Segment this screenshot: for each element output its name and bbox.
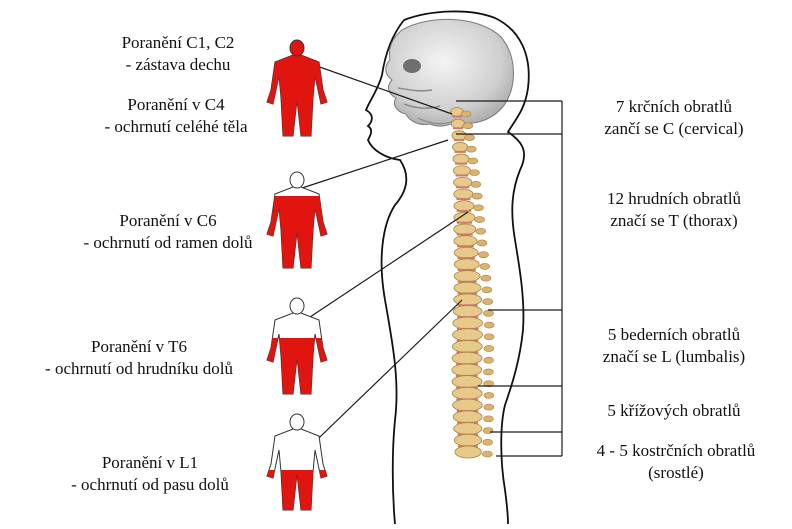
injury-effect: - ochrnutí od pasu dolů	[30, 474, 270, 496]
segment-line1: 5 bederních obratlů	[568, 324, 780, 346]
vertebra	[454, 271, 491, 283]
vertebra	[454, 201, 484, 212]
segment-label-lumbar: 5 bederních obratlů značí se L (lumbalis…	[568, 324, 780, 368]
injury-label-c1-c2: Poranění C1, C2 - zástava dechu	[78, 32, 278, 76]
vertebra	[452, 142, 476, 152]
segment-line2: zančí se C (cervical)	[568, 118, 780, 140]
vertebra	[452, 131, 475, 141]
injury-title: Poranění v C4	[76, 94, 276, 116]
connector-l1	[296, 300, 462, 460]
segment-label-sacral: 5 křížových obratlů	[568, 400, 780, 422]
spine-column	[451, 108, 494, 459]
segment-label-cervical: 7 krčních obratlů zančí se C (cervical)	[568, 96, 780, 140]
injury-effect: - ochrnutí celéhé těla	[76, 116, 276, 138]
vertebra	[453, 154, 478, 165]
vertebra	[452, 364, 494, 377]
vertebra	[453, 166, 479, 177]
vertebra	[452, 340, 494, 353]
skull	[386, 19, 514, 126]
injury-effect: - zástava dechu	[78, 54, 278, 76]
segment-line1: 12 hrudních obratlů	[568, 188, 780, 210]
injury-title: Poranění v L1	[30, 452, 270, 474]
vertebra	[455, 446, 492, 458]
segment-label-coccygeal: 4 - 5 kostrčních obratlů (srostlé)	[562, 440, 790, 484]
segment-line1: 4 - 5 kostrčních obratlů	[562, 440, 790, 462]
vertebra	[453, 411, 493, 424]
vertebra	[454, 247, 488, 259]
vertebra	[454, 294, 493, 306]
segment-line2: značí se L (lumbalis)	[568, 346, 780, 368]
vertebra	[453, 317, 494, 330]
vertebra	[452, 352, 494, 365]
vertebra	[452, 387, 494, 400]
segment-label-thoracic: 12 hrudních obratlů značí se T (thorax)	[568, 188, 780, 232]
injury-effect: - ochrnutí od hrudníku dolů	[0, 358, 278, 380]
injury-title: Poranění C1, C2	[78, 32, 278, 54]
vertebra	[454, 224, 486, 236]
segment-line2: značí se T (thorax)	[568, 210, 780, 232]
vertebra	[454, 236, 487, 248]
segment-line2: (srostlé)	[562, 462, 790, 484]
injury-label-t6: Poranění v T6 - ochrnutí od hrudníku dol…	[0, 336, 278, 380]
vertebra	[453, 399, 494, 412]
vertebra	[452, 376, 494, 389]
injury-effect: - ochrnutí od ramen dolů	[58, 232, 278, 254]
vertebra	[454, 434, 492, 447]
injury-label-c6: Poranění v C6 - ochrnutí od ramen dolů	[58, 210, 278, 254]
segment-line1: 7 krčních obratlů	[568, 96, 780, 118]
vertebra	[454, 423, 493, 436]
injury-title: Poranění v C6	[58, 210, 278, 232]
injury-label-l1: Poranění v L1 - ochrnutí od pasu dolů	[30, 452, 270, 496]
vertebra	[453, 329, 495, 342]
vertebra	[454, 177, 481, 188]
injury-title: Poranění v T6	[0, 336, 278, 358]
segment-line1: 5 křížových obratlů	[568, 400, 780, 422]
injury-label-c4: Poranění v C4 - ochrnutí celéhé těla	[76, 94, 276, 138]
human-figure	[267, 414, 327, 510]
vertebra	[454, 189, 482, 200]
vertebra	[454, 282, 492, 294]
vertebra	[454, 259, 490, 271]
vertebra	[453, 305, 493, 318]
